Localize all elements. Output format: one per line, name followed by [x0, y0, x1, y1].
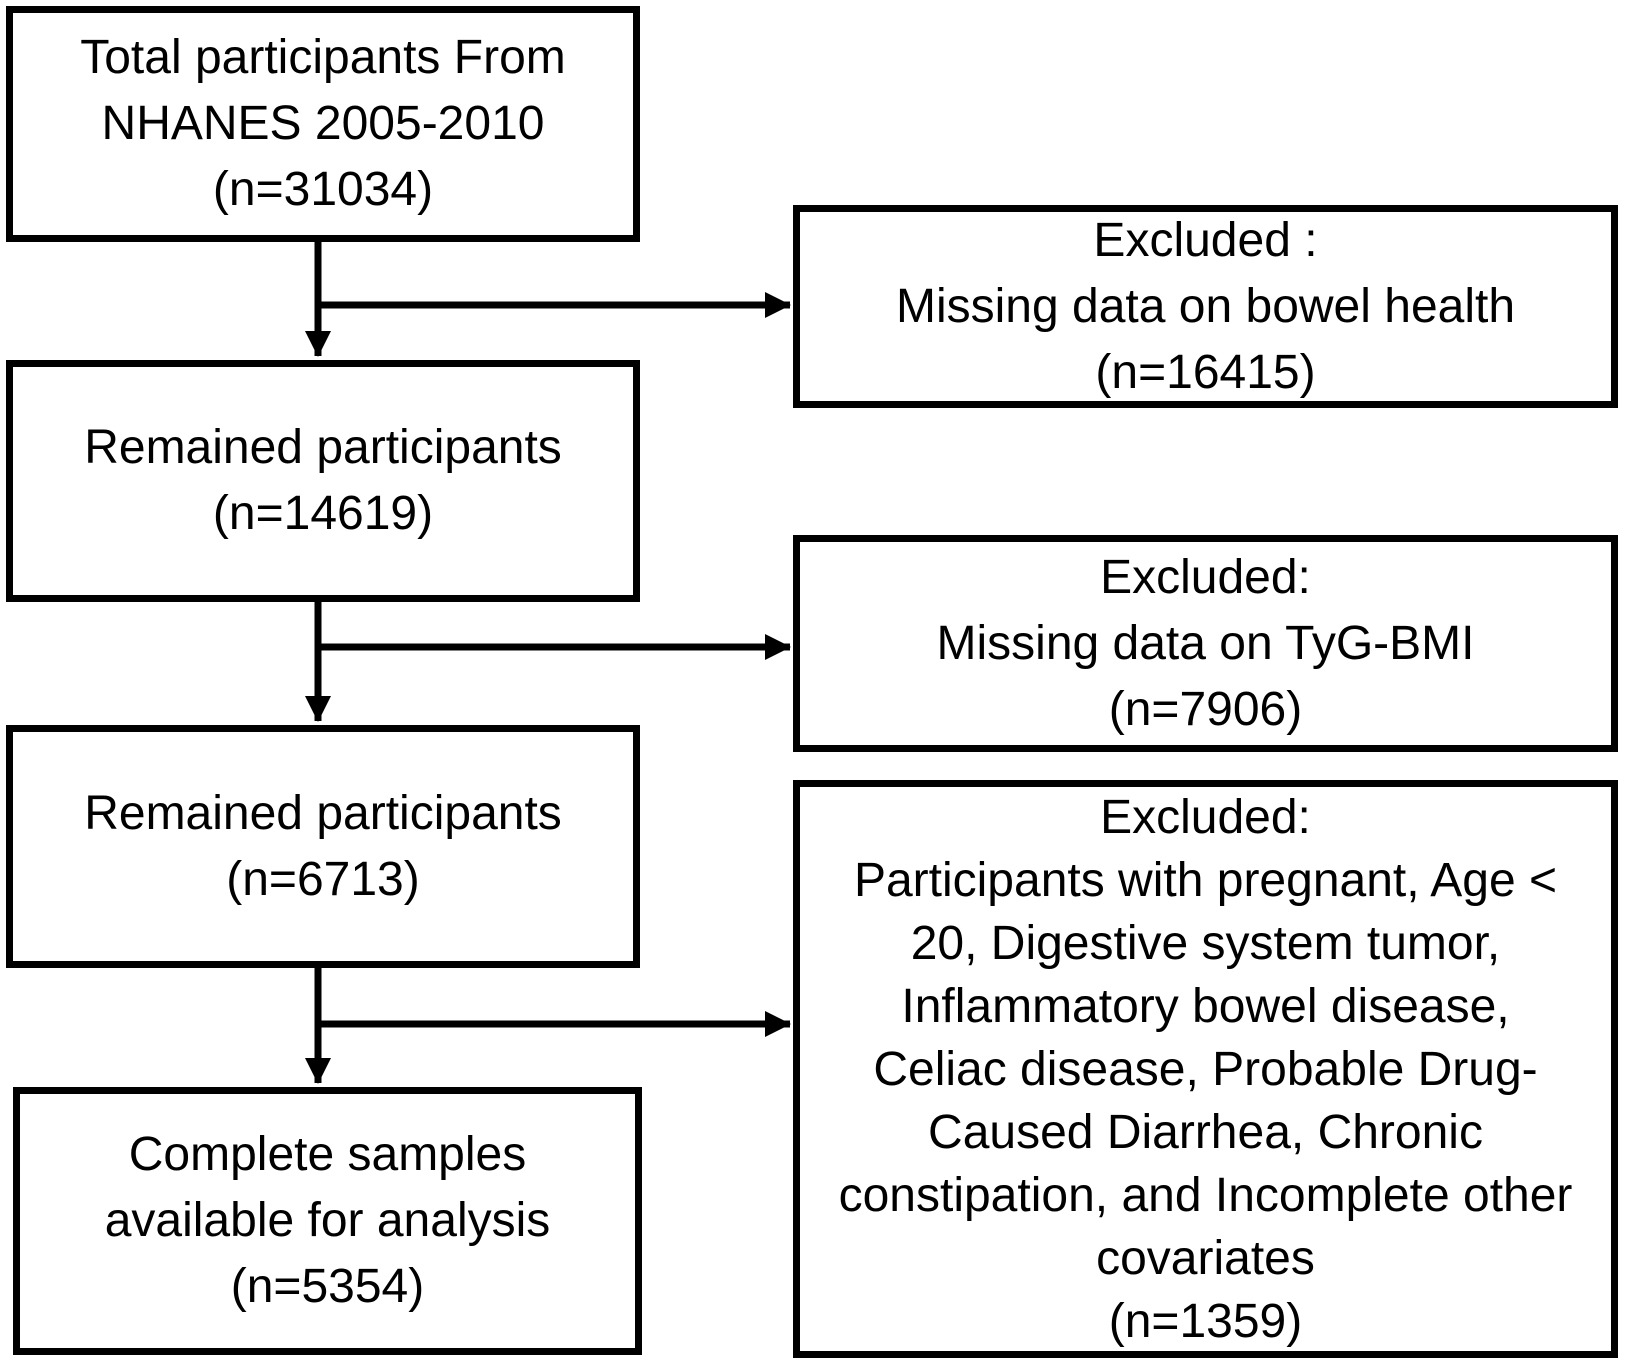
box-excluded-missing-bowel: Excluded : Missing data on bowel health … [793, 205, 1618, 408]
box-complete-samples-text: Complete samples available for analysis … [104, 1128, 551, 1313]
box-complete-samples: Complete samples available for analysis … [13, 1087, 642, 1355]
box-remained-participants-1-text: Remained participants (n=14619) [84, 421, 562, 540]
box-total-participants: Total participants From NHANES 2005-2010… [6, 6, 640, 242]
box-excluded-other-criteria: Excluded: Participants with pregnant, Ag… [793, 780, 1618, 1358]
box-remained-participants-2-text: Remained participants (n=6713) [84, 786, 562, 906]
box-total-participants-text: Total participants From NHANES 2005-2010… [80, 31, 566, 216]
box-excluded-missing-tyg-bmi: Excluded: Missing data on TyG-BMI (n=790… [793, 535, 1618, 752]
box-excluded-other-criteria-text: Excluded: Participants with pregnant, Ag… [838, 790, 1573, 1348]
box-remained-participants-1: Remained participants (n=14619) [6, 360, 640, 602]
box-excluded-missing-tyg-bmi-text: Excluded: Missing data on TyG-BMI (n=790… [936, 550, 1475, 736]
box-excluded-missing-bowel-text: Excluded : Missing data on bowel health … [895, 213, 1516, 399]
box-remained-participants-2: Remained participants (n=6713) [6, 725, 640, 968]
